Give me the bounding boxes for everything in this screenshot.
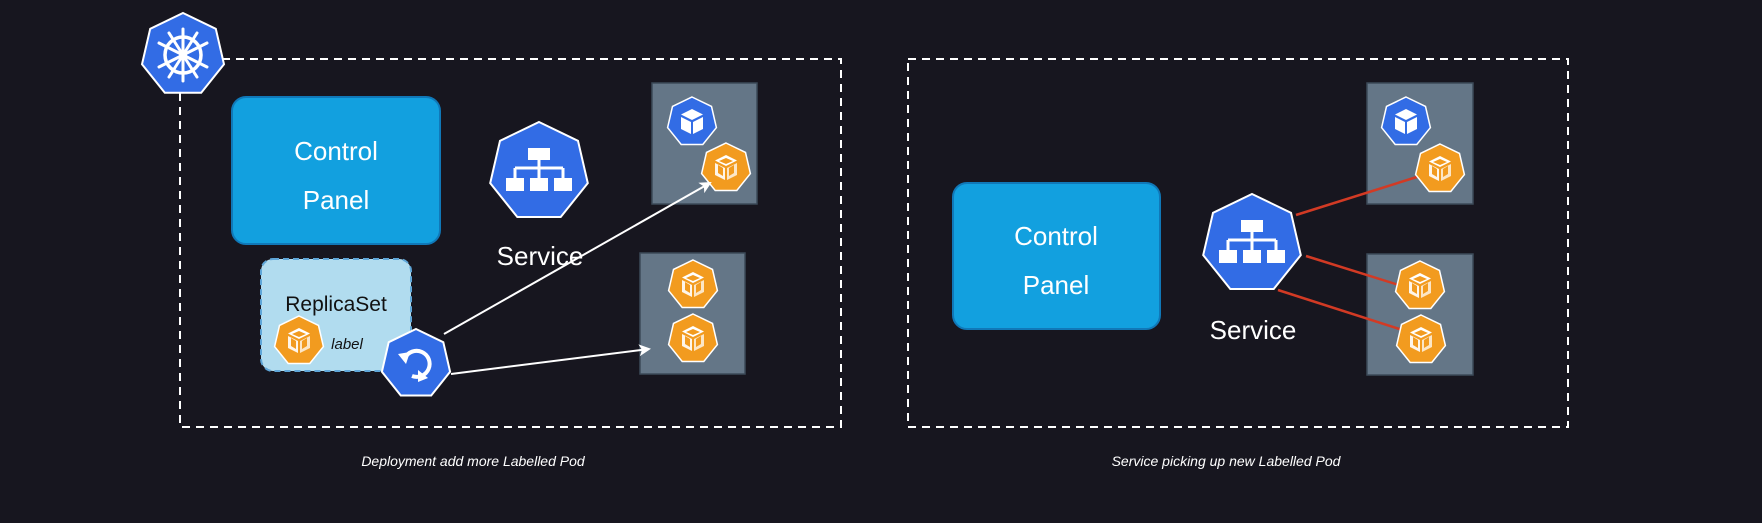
service-connector	[1295, 174, 1421, 217]
right-cluster-boundary	[907, 58, 1569, 428]
service-label: Service	[1210, 315, 1297, 345]
control-panel-box	[231, 96, 441, 245]
service-label: Service	[497, 241, 584, 271]
control-panel-box	[952, 182, 1161, 330]
kubernetes-helm-icon	[140, 11, 226, 94]
left-cluster-boundary	[179, 58, 842, 428]
service-connector	[1277, 288, 1419, 337]
control-panel-line2: Panel	[303, 185, 370, 215]
left-caption: Deployment add more Labelled Pod	[361, 453, 586, 469]
deployment-icon	[380, 327, 452, 397]
scale-arrow	[450, 344, 651, 375]
service-icon	[1201, 192, 1303, 291]
pod-label: label	[331, 336, 363, 353]
right-caption: Service picking up new Labelled Pod	[1112, 453, 1342, 469]
replicaset-label: ReplicaSet	[285, 293, 387, 316]
node-box	[1366, 82, 1474, 205]
control-panel-line1: Control	[1014, 221, 1098, 251]
control-panel-line2: Panel	[1023, 270, 1090, 300]
service-icon	[488, 120, 590, 219]
control-panel-line1: Control	[294, 136, 378, 166]
scale-arrow	[443, 182, 712, 335]
